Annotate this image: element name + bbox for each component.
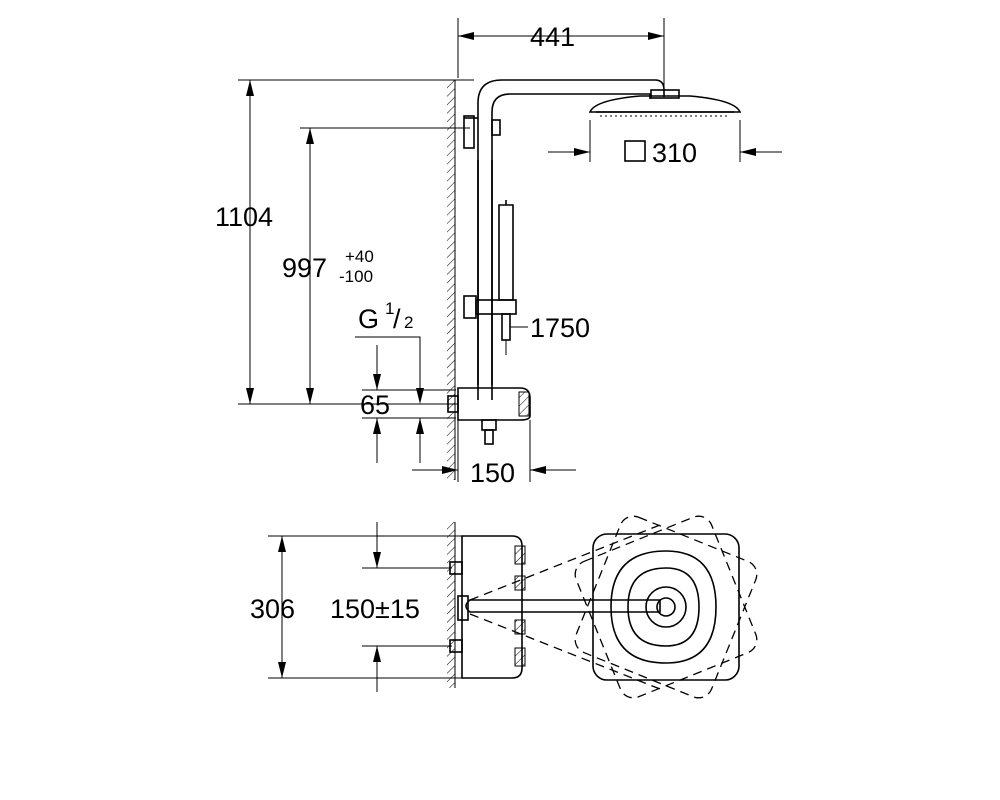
dimension-thermostat-depth-label: 150 [470,458,515,488]
dimension-thermostat-depth [412,420,576,482]
dimension-inlet-spacing-label: 65 [360,390,390,420]
top-view: 306 150±15 [250,515,758,699]
thread-prefix-label: G [358,304,379,334]
thread-leader-line [355,336,421,402]
wall-front [447,80,456,480]
dimension-head-size [548,120,782,162]
dimension-thermostat-width-label: 306 [250,594,295,624]
dimension-outlet-tolerance-plus: +40 [345,247,374,266]
dimension-arm-projection [457,18,665,88]
thermostat-top [449,535,526,679]
overhead-shower-head [588,89,742,117]
shower-rail [463,160,517,385]
dimension-total-height-label: 1104 [215,202,273,232]
thread-denominator-label: 2 [404,313,413,332]
dimension-outlet-height [300,127,470,404]
dimension-thermostat-width [268,535,462,679]
dimension-hose-length-label: 1750 [530,313,590,343]
shower-arm [463,79,665,400]
dimension-inlet-centers-label: 150±15 [330,594,420,624]
wall-top [447,522,456,688]
thread-numerator-label: 1 [385,299,394,318]
hand-shower [498,200,514,355]
dimension-outlet-tolerance-minus: -100 [339,267,373,286]
dimension-arm-projection-label: 441 [530,22,575,52]
square-symbol-icon [624,140,646,162]
dimension-total-height [238,79,474,405]
dimension-head-size-label: 310 [652,138,697,168]
overhead-shower-top [592,533,740,681]
dimension-outlet-height-label: 997 [282,253,327,283]
front-view: 441 310 1104 997 +40 - [215,18,782,488]
thread-fraction-slash: / [393,304,401,334]
thermostat-front [447,387,531,445]
dimension-inlet-centers [362,522,452,692]
shower-arm-top [457,595,661,621]
swivel-range-positions [469,515,758,699]
dimension-inlet-spacing [362,345,456,463]
